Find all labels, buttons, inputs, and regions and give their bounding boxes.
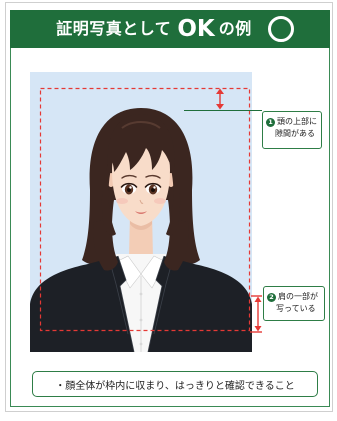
cheek-blush-left bbox=[116, 198, 128, 204]
title-prefix: 証明写真として bbox=[56, 19, 172, 38]
cheek-blush-right bbox=[154, 198, 166, 204]
callout-text-line: 頭の上部に bbox=[277, 117, 317, 126]
callout-text-line: 隙間がある bbox=[275, 129, 315, 138]
ok-circle-icon bbox=[267, 16, 294, 42]
shirt-button bbox=[139, 292, 143, 296]
sample-id-photo bbox=[30, 72, 252, 352]
requirement-text: ・顔全体が枠内に収まり、はっきりと確認できること bbox=[55, 380, 295, 392]
outer-frame bbox=[5, 2, 333, 412]
shirt-button bbox=[139, 342, 143, 346]
callout-shoulder-visible: 2 肩の一部が 写っている bbox=[263, 286, 325, 321]
requirement-caption: ・顔全体が枠内に収まり、はっきりと確認できること bbox=[32, 371, 318, 397]
callout-number-badge: 1 bbox=[266, 117, 275, 127]
title-ok: OK bbox=[177, 16, 215, 42]
callout-head-clearance: 1 頭の上部に 隙間がある bbox=[262, 111, 322, 149]
title-banner: 証明写真として OK の例 bbox=[10, 10, 330, 48]
portrait-illustration bbox=[30, 72, 252, 352]
callout-number-badge: 2 bbox=[267, 292, 276, 302]
title-suffix: の例 bbox=[218, 19, 252, 38]
callout-text-line: 写っている bbox=[276, 304, 316, 313]
shirt-button bbox=[139, 318, 143, 322]
callout-text-line: 肩の一部が bbox=[278, 292, 318, 301]
